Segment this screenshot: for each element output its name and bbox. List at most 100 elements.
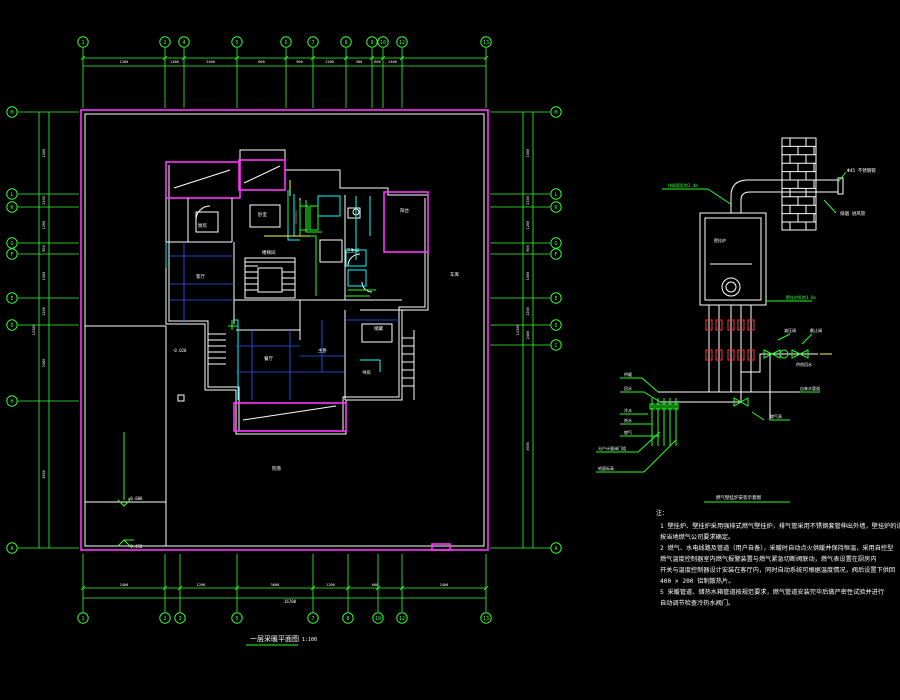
axis-bubble: 12 (396, 612, 408, 624)
boiler-pipes (649, 305, 832, 446)
axis-bubble: 9 (366, 36, 378, 48)
axis-label: K (10, 205, 13, 211)
elevation-label: -0.020 (172, 348, 187, 353)
right-label: Φ45 不锈钢管 (847, 167, 876, 174)
room-label: 院落 (272, 465, 281, 472)
room-label: 楼梯间 (262, 249, 276, 256)
axis-bubble: 7 (307, 612, 319, 624)
axis-label: G (554, 241, 557, 247)
axis-label: L (554, 192, 557, 198)
axis-bubble: C (550, 339, 562, 351)
axis-circle (231, 612, 243, 624)
axis-circle (6, 248, 18, 260)
note-line: 燃气温度控制器室内燃气报警装置与燃气紧急切断阀联动，燃气表设置在厨房内 (660, 555, 877, 563)
axis-circle (550, 201, 562, 213)
design-notes: 注： 1 壁挂炉、壁挂炉采用强排式燃气壁挂炉，排气管采用不锈钢套管伸出外墙，壁挂… (656, 509, 900, 607)
axis-label: G (10, 241, 13, 247)
axis-label: 12 (399, 40, 405, 46)
dimension-text: 600 (374, 60, 381, 64)
axis-bubble: L (6, 188, 18, 200)
axis-label: 7 (311, 40, 314, 46)
left-label: 地面标高 (598, 465, 614, 471)
axis-circle (77, 612, 89, 624)
axis-circle (550, 319, 562, 331)
right-label: 供热回水 (796, 361, 812, 367)
axis-label: F (10, 252, 13, 258)
dimension-text: 1200 (120, 60, 129, 64)
note-line: 400 × 200 铝制散热片。 (660, 577, 734, 585)
axis-bubble: 13 (480, 36, 492, 48)
axis-circle (366, 36, 378, 48)
room-label: 卫生间 (346, 247, 360, 254)
left-label: 供暖 (624, 371, 632, 377)
axis-bubble: 4 (178, 36, 190, 48)
right-label: 自来水管道 (800, 385, 820, 391)
axis-bubble: 1 (77, 36, 89, 48)
axis-circle (550, 106, 562, 118)
dimension-text: 1500 (42, 149, 46, 158)
left-leader-labels: 供暖 回水 冷水 热水 燃气 分户计量阀门组 地面标高 (596, 371, 677, 473)
dimension-text: 3600 (42, 470, 46, 479)
plan-title-text: 一层采暖平面图 (250, 634, 299, 643)
axis-label: 8 (346, 616, 349, 622)
axis-circle (6, 237, 18, 249)
axis-bubble: E (550, 292, 562, 304)
axis-circle (340, 36, 352, 48)
axis-label: 9 (370, 40, 373, 46)
right-label: 截止阀 (810, 327, 822, 333)
boiler-installation-detail: Φ45 不锈钢管 排烟 进风管 排烟管距地2.4m 壁挂炉 壁挂炉距地1.6m (596, 137, 876, 503)
plan-title: 一层采暖平面图 1:100 (246, 634, 317, 646)
axis-label: 7 (311, 616, 314, 622)
axis-bubble: K (550, 201, 562, 213)
axis-circle (280, 36, 292, 48)
building-walls (165, 149, 429, 435)
room-label: 主卧 (318, 347, 327, 354)
axis-label: A (554, 546, 557, 552)
axis-bubble: 8 (340, 36, 352, 48)
room-label: 厨房 (198, 222, 207, 229)
dimension-text: 2100 (526, 196, 530, 205)
room-label: 卧室 (258, 211, 267, 218)
brick-wall (781, 137, 817, 231)
dimension-text: 2400 (526, 331, 530, 340)
axis-bubble: F (550, 248, 562, 260)
dimension-text: 300 (356, 60, 363, 64)
axis-bubble: 6 (280, 36, 292, 48)
axis-bubble: 1 (77, 612, 89, 624)
dimension-text: 1200 (325, 60, 334, 64)
room-label: 餐厅 (264, 355, 273, 362)
right-leader-labels: 减压阀 截止阀 自来水管道 燃气表 供热回水 (751, 327, 822, 421)
room-label: 车库 (450, 271, 459, 278)
axis-bubble: F (6, 248, 18, 260)
axis-bubble: 10 (372, 612, 384, 624)
axis-label: E (10, 296, 13, 302)
overall-dimension: 12300 (516, 325, 520, 336)
axis-label: K (554, 205, 557, 211)
axis-bubble: 12 (396, 36, 408, 48)
axis-circle (6, 292, 18, 304)
elevation-label: ±0.000 (128, 496, 143, 501)
axis-label: M (554, 110, 557, 116)
axis-label: D (10, 323, 13, 329)
axis-circle (550, 542, 562, 554)
dimension-text: 900 (42, 245, 46, 252)
axis-bubble: 13 (480, 612, 492, 624)
left-label: 回水 (624, 385, 632, 391)
axis-bubble: G (550, 237, 562, 249)
note-line: 按当地燃气公司要求确定。 (660, 533, 734, 541)
right-label: 排烟 进风管 (840, 210, 866, 217)
left-label: 冷水 (624, 407, 632, 413)
axis-label: 1 (81, 616, 84, 622)
axis-bubble: G (6, 237, 18, 249)
dimension-text: 1200 (197, 583, 206, 587)
dimension-text: 1200 (326, 583, 335, 587)
heating-pipes (165, 180, 400, 400)
axis-bubble: 10 (377, 36, 389, 48)
left-label: 分户计量阀门组 (598, 445, 626, 451)
note-line: 2 燃气、水电线路及管道（用户自备），采暖时自动点火供暖并保持恒温，采用自控型 (660, 544, 893, 552)
axis-label: 3 (178, 616, 181, 622)
dimension-text: 1500 (42, 272, 46, 281)
dimension-text: 1200 (42, 307, 46, 316)
